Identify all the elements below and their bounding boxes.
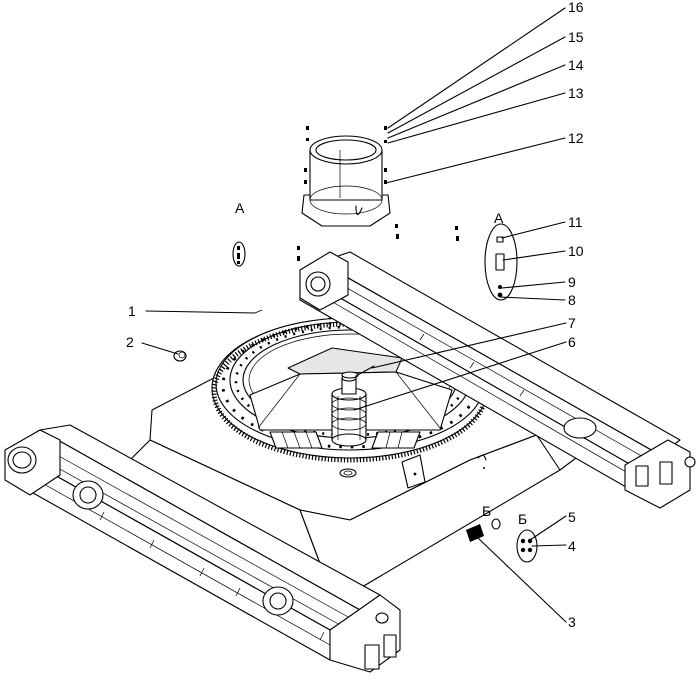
- callout-2: 2: [126, 334, 134, 350]
- view-marker-b-left: Б: [482, 503, 491, 519]
- callout-13: 13: [568, 85, 584, 101]
- callout-8: 8: [568, 292, 576, 308]
- bracket-item-3: [466, 518, 501, 542]
- callout-9: 9: [568, 274, 576, 290]
- plug-item-2: [173, 350, 187, 362]
- track-frame-left: [4, 424, 401, 673]
- callout-16: 16: [568, 0, 584, 15]
- view-marker-b-right: Б: [518, 511, 527, 527]
- callout-7: 7: [568, 315, 576, 331]
- callout-11: 11: [568, 214, 583, 230]
- callout-labels: 1 2 3 4 5 6 7 8 9 10 11 12 13 14 15 16 А…: [126, 0, 584, 630]
- callout-4: 4: [568, 538, 576, 554]
- view-a-left-detail: [232, 241, 246, 267]
- leader-lines: [141, 7, 567, 623]
- hydraulic-tank-exploded: [301, 126, 391, 227]
- central-collector: [331, 365, 375, 447]
- callout-10: 10: [568, 243, 584, 259]
- view-marker-a-right: А: [494, 210, 504, 226]
- loose-fasteners: [297, 224, 459, 261]
- view-a-right-detail: [484, 223, 518, 301]
- track-frame-right: [299, 251, 696, 509]
- callout-3: 3: [568, 614, 576, 630]
- callout-14: 14: [568, 57, 584, 73]
- callout-5: 5: [568, 509, 576, 525]
- callout-6: 6: [568, 334, 576, 350]
- callout-1: 1: [128, 303, 136, 319]
- view-marker-a-left: А: [235, 200, 245, 216]
- callout-12: 12: [568, 130, 584, 146]
- callout-15: 15: [568, 29, 584, 45]
